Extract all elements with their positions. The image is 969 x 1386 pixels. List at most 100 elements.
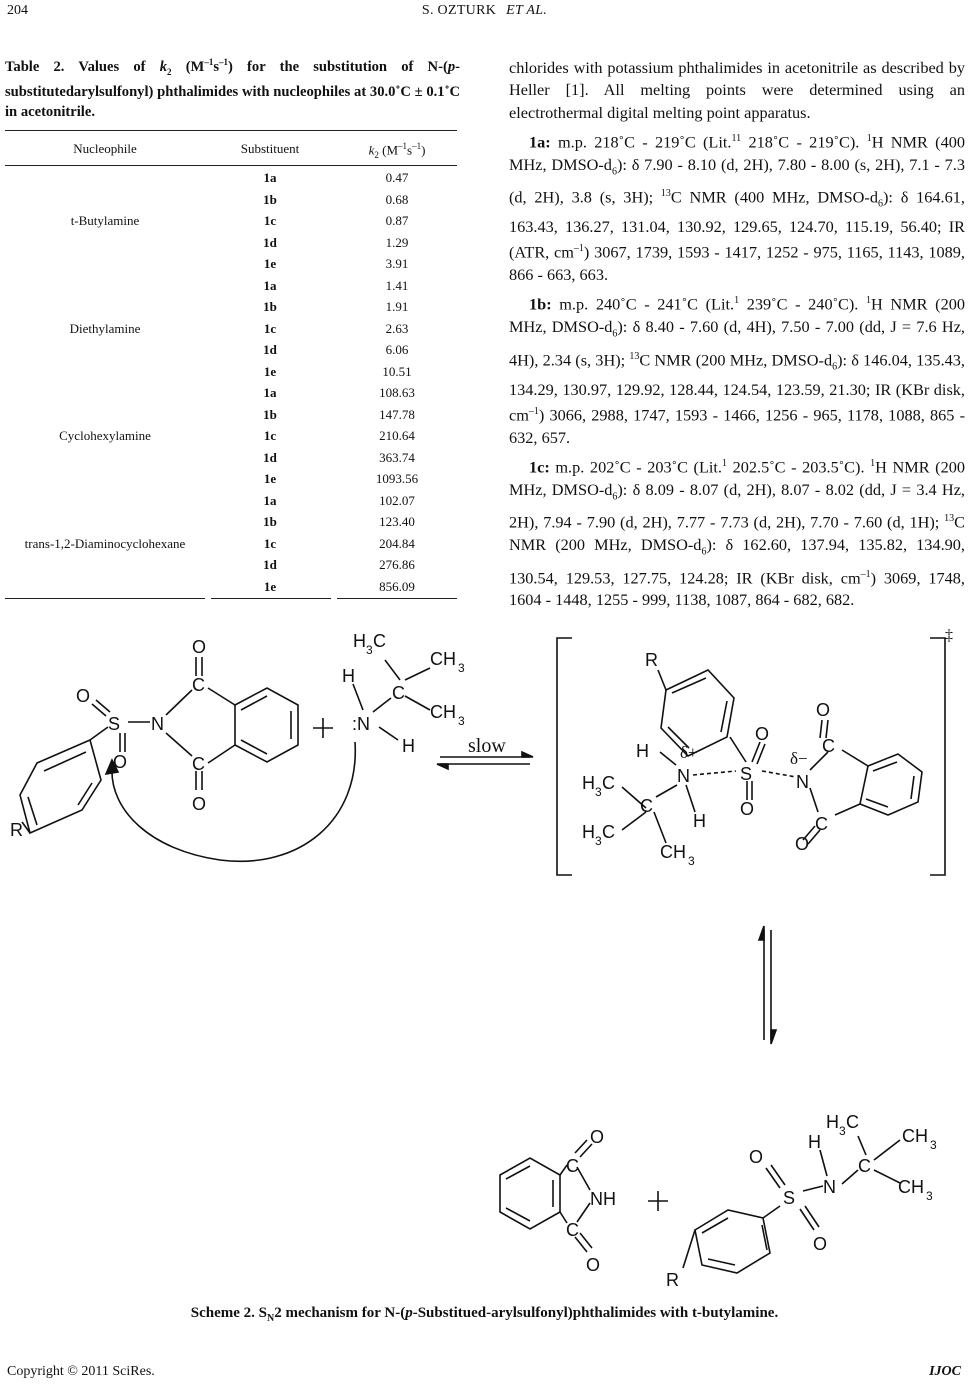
- atom-c-2: C: [192, 754, 205, 774]
- copyright: Copyright © 2011 SciRes.: [7, 1364, 155, 1379]
- atom-c-8: C: [858, 1156, 871, 1176]
- substituent-cell: 1a: [263, 492, 277, 508]
- k2-value-cell: 2.63: [385, 320, 409, 336]
- k2-value-cell: 204.84: [379, 535, 415, 551]
- atom-c-6: C: [566, 1156, 579, 1176]
- svg-text:3: 3: [839, 1124, 846, 1138]
- table-bottom-rule-3: [337, 598, 457, 599]
- k2-value-cell: 1.41: [385, 277, 409, 293]
- atom-h3c-3: H: [582, 822, 595, 842]
- k2-value-cell: 1.29: [385, 234, 409, 250]
- atom-h3c-2: H: [582, 773, 595, 793]
- delta-minus: δ−: [790, 749, 808, 768]
- atom-c-4: C: [815, 814, 828, 834]
- svg-text:3: 3: [458, 661, 465, 675]
- nucleophile-cell: Diethylamine: [69, 320, 141, 336]
- atom-h-1: H: [342, 666, 355, 686]
- paragraph-1a: 1a: m.p. 218˚C - 219˚C (Lit.11 218˚C - 2…: [509, 132, 966, 285]
- k2-value-cell: 856.09: [379, 578, 415, 594]
- k2-value-cell: 0.87: [385, 213, 409, 228]
- atom-s-2: S: [740, 764, 752, 784]
- atom-o-2: O: [113, 752, 127, 772]
- nucleophile-cell: trans-1,2-Diaminocyclohexane: [24, 535, 186, 551]
- atom-n-1: N: [151, 714, 164, 734]
- atom-s-3: S: [783, 1188, 795, 1208]
- atom-n-3: N: [677, 766, 690, 786]
- svg-text:3: 3: [595, 834, 602, 848]
- atom-h3c-4: H: [826, 1112, 839, 1132]
- k2-value-cell: 276.86: [379, 557, 415, 572]
- atom-ch3-4: CH: [902, 1126, 928, 1146]
- atom-h-2: H: [402, 736, 415, 756]
- substituent-cell: 1a: [263, 385, 277, 400]
- atom-h-5: H: [808, 1132, 821, 1152]
- table-top-rule: [5, 130, 457, 131]
- atom-r-2: R: [645, 650, 658, 670]
- substituent-cell: 1c: [263, 213, 277, 228]
- atom-r-1: R: [10, 820, 23, 840]
- substituent-cell: 1e: [263, 256, 277, 271]
- running-head-et-al: ET AL.: [506, 3, 548, 18]
- atom-c-3: C: [822, 736, 835, 756]
- svg-text:3: 3: [595, 785, 602, 799]
- svg-text:C: C: [846, 1112, 859, 1132]
- substituent-cell: 1e: [263, 363, 277, 379]
- atom-c-7: C: [566, 1220, 579, 1240]
- table-bottom-rule-2: [211, 598, 331, 599]
- k2-value-cell: 147.78: [379, 406, 415, 422]
- k2-value-cell: 0.47: [385, 170, 409, 185]
- table-bottom-rule-1: [5, 598, 205, 599]
- atom-ch3-2: CH: [430, 702, 456, 722]
- atom-n-2: :N: [352, 714, 370, 734]
- atom-h3c-1: H: [353, 631, 366, 651]
- reactant-sulfonylphthalimide: [19, 657, 299, 835]
- atom-h-3: H: [636, 741, 649, 761]
- curved-arrow: [111, 741, 356, 862]
- substituent-cell: 1c: [263, 428, 277, 443]
- svg-text:3: 3: [458, 714, 465, 728]
- table-header-rule: [5, 165, 457, 166]
- substituent-cell: 1c: [263, 320, 277, 336]
- k2-value-cell: 3.91: [385, 256, 409, 271]
- atom-c-5: C: [640, 796, 653, 816]
- k2-value-cell: 1093.56: [375, 471, 419, 486]
- atom-ch3-3: CH: [660, 842, 686, 862]
- paragraph-1c: 1c: m.p. 202˚C - 203˚C (Lit.1 202.5˚C - …: [509, 457, 966, 610]
- running-head-authors: S. OZTURK: [421, 3, 497, 18]
- substituent-cell: 1a: [263, 170, 277, 185]
- atom-h-4: H: [693, 811, 706, 831]
- header-k2: k2 (M–1s–1): [368, 141, 426, 160]
- atom-ch3-5: CH: [898, 1177, 924, 1197]
- atom-s-1: S: [108, 714, 120, 734]
- slow-label: slow: [468, 735, 506, 757]
- svg-text:C: C: [373, 631, 386, 651]
- atom-o-10: O: [586, 1255, 600, 1275]
- table-caption: Table 2. Values of k2 (M–1s–1) for the s…: [5, 57, 460, 120]
- atom-o-11: O: [749, 1147, 763, 1167]
- atom-o-9: O: [590, 1127, 604, 1147]
- substituent-cell: 1c: [263, 535, 277, 551]
- dagger-symbol: ‡: [945, 627, 953, 644]
- svg-text:3: 3: [688, 854, 695, 868]
- k2-value-cell: 108.63: [379, 385, 415, 400]
- atom-ch3-1: CH: [430, 649, 456, 669]
- nucleophile-cell: Cyclohexylamine: [59, 428, 151, 443]
- delta-plus: δ+: [680, 743, 698, 762]
- header-substituent: Substituent: [240, 141, 300, 156]
- atom-o-12: O: [813, 1234, 827, 1254]
- substituent-cell: 1b: [263, 299, 277, 314]
- k2-value-cell: 1.91: [385, 299, 409, 314]
- atom-c-tbu: C: [392, 683, 405, 703]
- k2-value-cell: 10.51: [382, 363, 412, 379]
- substituent-cell: 1b: [263, 514, 277, 529]
- atom-o-1: O: [76, 686, 90, 706]
- atom-nh: NH: [590, 1189, 616, 1209]
- reactant-t-butylamine: [352, 659, 431, 741]
- atom-o-7: O: [816, 700, 830, 720]
- reaction-scheme: R S O O N C C O O H 3 C CH 3 C CH 3 H :N…: [10, 627, 953, 1290]
- intro-paragraph: chlorides with potassium phthalimides in…: [509, 58, 965, 122]
- atom-c-1: C: [192, 675, 205, 695]
- k2-value-cell: 0.68: [385, 191, 409, 207]
- k2-value-cell: 210.64: [379, 428, 415, 443]
- substituent-cell: 1d: [263, 557, 277, 572]
